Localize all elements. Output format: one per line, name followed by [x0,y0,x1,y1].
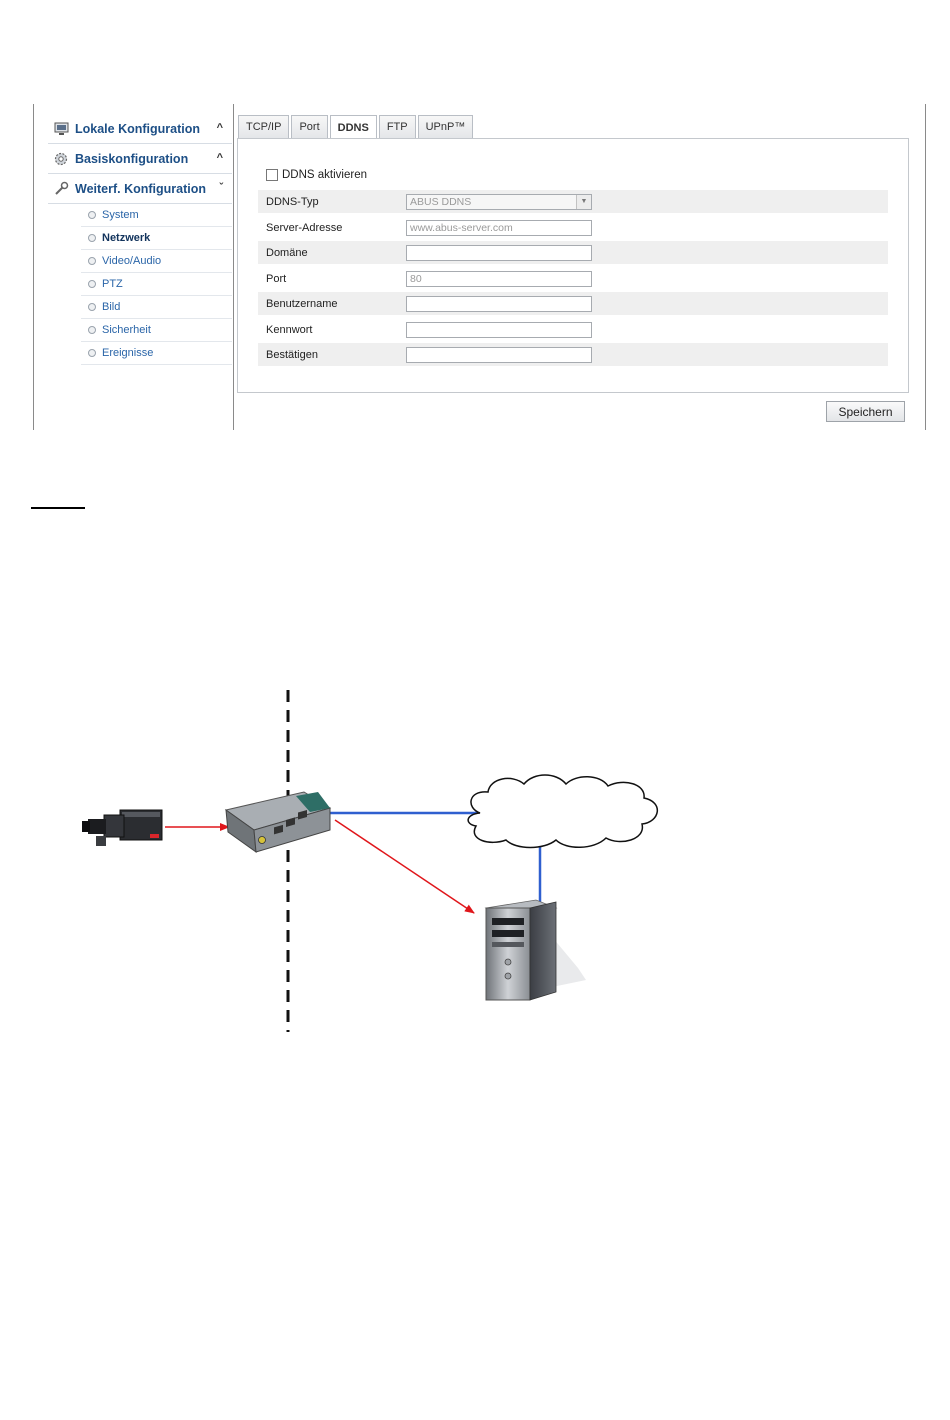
sidebar-divider [233,104,234,430]
sidebar: Lokale Konfiguration ^ Basiskonfiguratio… [48,114,232,365]
tab-port[interactable]: Port [291,115,327,138]
menu-label: Weiterf. Konfiguration [75,182,206,196]
server-address-label: Server-Adresse [258,222,406,234]
password-input[interactable] [406,322,592,338]
frame-right-border [925,104,926,430]
ddns-type-value: ABUS DDNS [410,196,471,208]
username-input[interactable] [406,296,592,312]
tab-tcpip[interactable]: TCP/IP [238,115,289,138]
sidebar-item-netzwerk[interactable]: Netzwerk [81,227,232,250]
domain-label: Domäne [258,247,406,259]
gear-icon [53,151,69,167]
sidebar-item-label: System [102,209,139,221]
wrench-icon [53,181,69,197]
server-address-input[interactable]: www.abus-server.com [406,220,592,236]
ddns-settings-panel: DDNS aktivieren DDNS-Typ ABUS DDNS ▼ Ser… [237,138,909,393]
ddns-type-label: DDNS-Typ [258,196,406,208]
sidebar-item-sicherheit[interactable]: Sicherheit [81,319,232,342]
bullet-icon [88,326,96,334]
menu-weiterf-konfiguration[interactable]: Weiterf. Konfiguration ˇ [48,174,232,204]
menu-label: Lokale Konfiguration [75,122,200,136]
sidebar-item-bild[interactable]: Bild [81,296,232,319]
chevron-up-icon[interactable]: ^ [217,152,223,164]
menu-label: Basiskonfiguration [75,152,188,166]
ddns-enable-label: DDNS aktivieren [282,169,367,181]
router-icon [226,792,330,852]
save-button[interactable]: Speichern [826,401,905,422]
sidebar-item-label: Bild [102,301,120,313]
bullet-icon [88,349,96,357]
ddns-enable-checkbox[interactable] [266,169,278,181]
row-port: Port 80 [258,267,888,290]
bullet-icon [88,303,96,311]
row-ddns-typ: DDNS-Typ ABUS DDNS ▼ [258,190,888,213]
chevron-up-icon[interactable]: ^ [217,122,223,134]
bullet-icon [88,257,96,265]
sidebar-item-label: PTZ [102,278,123,290]
sidebar-item-video-audio[interactable]: Video/Audio [81,250,232,273]
row-benutzername: Benutzername [258,292,888,315]
chevron-down-icon[interactable]: ˇ [219,182,223,194]
row-kennwort: Kennwort [258,318,888,341]
chevron-down-icon[interactable]: ▼ [576,195,591,209]
confirm-input[interactable] [406,347,592,363]
ddns-enable-row: DDNS aktivieren [266,169,367,181]
tab-upnp[interactable]: UPnP™ [418,115,474,138]
heading-underline [31,507,85,509]
frame-left-border [33,104,34,430]
port-value: 80 [410,273,422,285]
port-label: Port [258,273,406,285]
bullet-icon [88,234,96,242]
menu-basiskonfiguration[interactable]: Basiskonfiguration ^ [48,144,232,174]
monitor-icon [53,121,69,137]
bullet-icon [88,280,96,288]
ip-camera-icon [82,810,162,846]
confirm-label: Bestätigen [258,349,406,361]
sidebar-item-label: Sicherheit [102,324,151,336]
ddns-server-icon [486,900,586,1000]
ddns-type-select[interactable]: ABUS DDNS ▼ [406,194,592,210]
router-server-arrow [335,820,474,913]
internet-cloud-icon [468,775,657,848]
row-bestaetigen: Bestätigen [258,343,888,366]
sub-menu: System Netzwerk Video/Audio PTZ Bild Sic… [81,204,232,365]
port-input[interactable]: 80 [406,271,592,287]
sidebar-item-label: Netzwerk [102,232,150,244]
tab-ftp[interactable]: FTP [379,115,416,138]
bullet-icon [88,211,96,219]
sidebar-item-system[interactable]: System [81,204,232,227]
sidebar-item-label: Ereignisse [102,347,153,359]
password-label: Kennwort [258,324,406,336]
menu-lokale-konfiguration[interactable]: Lokale Konfiguration ^ [48,114,232,144]
server-address-value: www.abus-server.com [410,222,513,234]
domain-input[interactable] [406,245,592,261]
row-domaene: Domäne [258,241,888,264]
sidebar-item-ptz[interactable]: PTZ [81,273,232,296]
tab-ddns[interactable]: DDNS [330,115,377,140]
sidebar-item-ereignisse[interactable]: Ereignisse [81,342,232,365]
row-server-adresse: Server-Adresse www.abus-server.com [258,216,888,239]
tab-bar: TCP/IP Port DDNS FTP UPnP™ [238,115,475,139]
network-diagram [0,680,950,1040]
sidebar-item-label: Video/Audio [102,255,161,267]
username-label: Benutzername [258,298,406,310]
settings-screenshot: Lokale Konfiguration ^ Basiskonfiguratio… [33,104,926,430]
